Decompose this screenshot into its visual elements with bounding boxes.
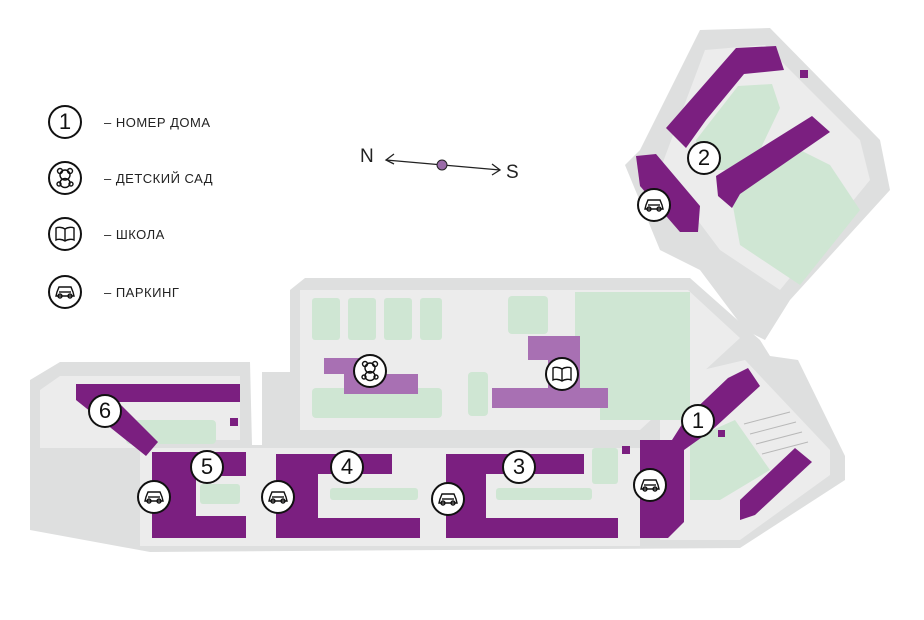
house-marker-2[interactable]: 2 bbox=[687, 141, 721, 175]
parking-marker-house-5[interactable] bbox=[137, 480, 171, 514]
legend-item-parking: – ПАРКИНГ bbox=[48, 272, 179, 312]
school-building bbox=[492, 336, 608, 408]
house-marker-6[interactable]: 6 bbox=[88, 394, 122, 428]
legend-item-house-number: 1 – НОМЕР ДОМА bbox=[48, 102, 211, 142]
legend-label: – ПАРКИНГ bbox=[104, 284, 180, 300]
book-icon bbox=[48, 217, 82, 251]
car-icon bbox=[644, 199, 664, 212]
compass-center bbox=[436, 159, 448, 171]
parking-marker-house-1[interactable] bbox=[633, 468, 667, 502]
car-icon bbox=[438, 493, 458, 506]
house-marker-4[interactable]: 4 bbox=[330, 450, 364, 484]
kindergarten-icon bbox=[48, 161, 82, 195]
car-icon bbox=[144, 491, 164, 504]
small-structures bbox=[230, 70, 808, 454]
parking-marker-house-4[interactable] bbox=[261, 480, 295, 514]
legend-label: – ДЕТСКИЙ САД bbox=[104, 170, 214, 186]
legend-item-kindergarten: – ДЕТСКИЙ САД bbox=[48, 158, 213, 198]
car-icon bbox=[48, 275, 82, 309]
legend-item-school: – ШКОЛА bbox=[48, 214, 165, 254]
green-areas bbox=[126, 84, 860, 504]
legend-label: – НОМЕР ДОМА bbox=[104, 114, 211, 130]
car-icon bbox=[268, 491, 288, 504]
house-marker-5[interactable]: 5 bbox=[190, 450, 224, 484]
car-icon bbox=[640, 479, 660, 492]
parking-marker-house-3[interactable] bbox=[431, 482, 465, 516]
kindergarten-icon bbox=[361, 360, 379, 382]
parking-lines bbox=[743, 411, 809, 455]
parking-marker-house-2[interactable] bbox=[637, 188, 671, 222]
school-marker[interactable] bbox=[545, 357, 579, 391]
compass-north-label: N bbox=[360, 146, 374, 167]
house-number-icon: 1 bbox=[48, 105, 82, 139]
book-icon bbox=[552, 366, 572, 382]
legend-label: – ШКОЛА bbox=[104, 226, 165, 242]
house-marker-3[interactable]: 3 bbox=[502, 450, 536, 484]
kindergarten-marker[interactable] bbox=[353, 354, 387, 388]
house-marker-1[interactable]: 1 bbox=[681, 404, 715, 438]
compass-south-label: S bbox=[506, 162, 519, 183]
